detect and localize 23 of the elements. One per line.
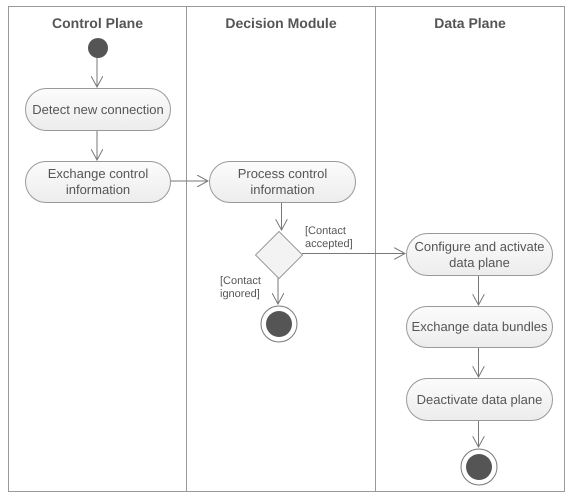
activity-box: Process control information: [209, 161, 356, 203]
final-node: [460, 448, 498, 486]
arrow: [472, 346, 485, 378]
arrow: [170, 174, 208, 188]
swimlane: [375, 6, 565, 492]
lane-title: Decision Module: [224, 15, 338, 31]
lane-title: Data Plane: [433, 15, 507, 31]
activity-box: Detect new connection: [25, 88, 171, 131]
arrow: [472, 420, 485, 448]
activity-box: Exchange control information: [25, 161, 171, 203]
arrow: [90, 56, 104, 88]
initial-node: [88, 38, 108, 58]
arrow: [90, 130, 104, 160]
activity-box: Configure and activate data plane: [406, 233, 553, 276]
lane-title: Control Plane: [50, 15, 144, 31]
swimlane: [8, 6, 187, 492]
arrow: [275, 202, 288, 230]
activity-box: Exchange data bundles: [406, 306, 553, 348]
activity-box: Deactivate data plane: [406, 378, 553, 421]
arrow: [472, 274, 485, 306]
arrow: [302, 247, 406, 260]
final-node: [260, 305, 298, 343]
arrow: [272, 278, 284, 304]
